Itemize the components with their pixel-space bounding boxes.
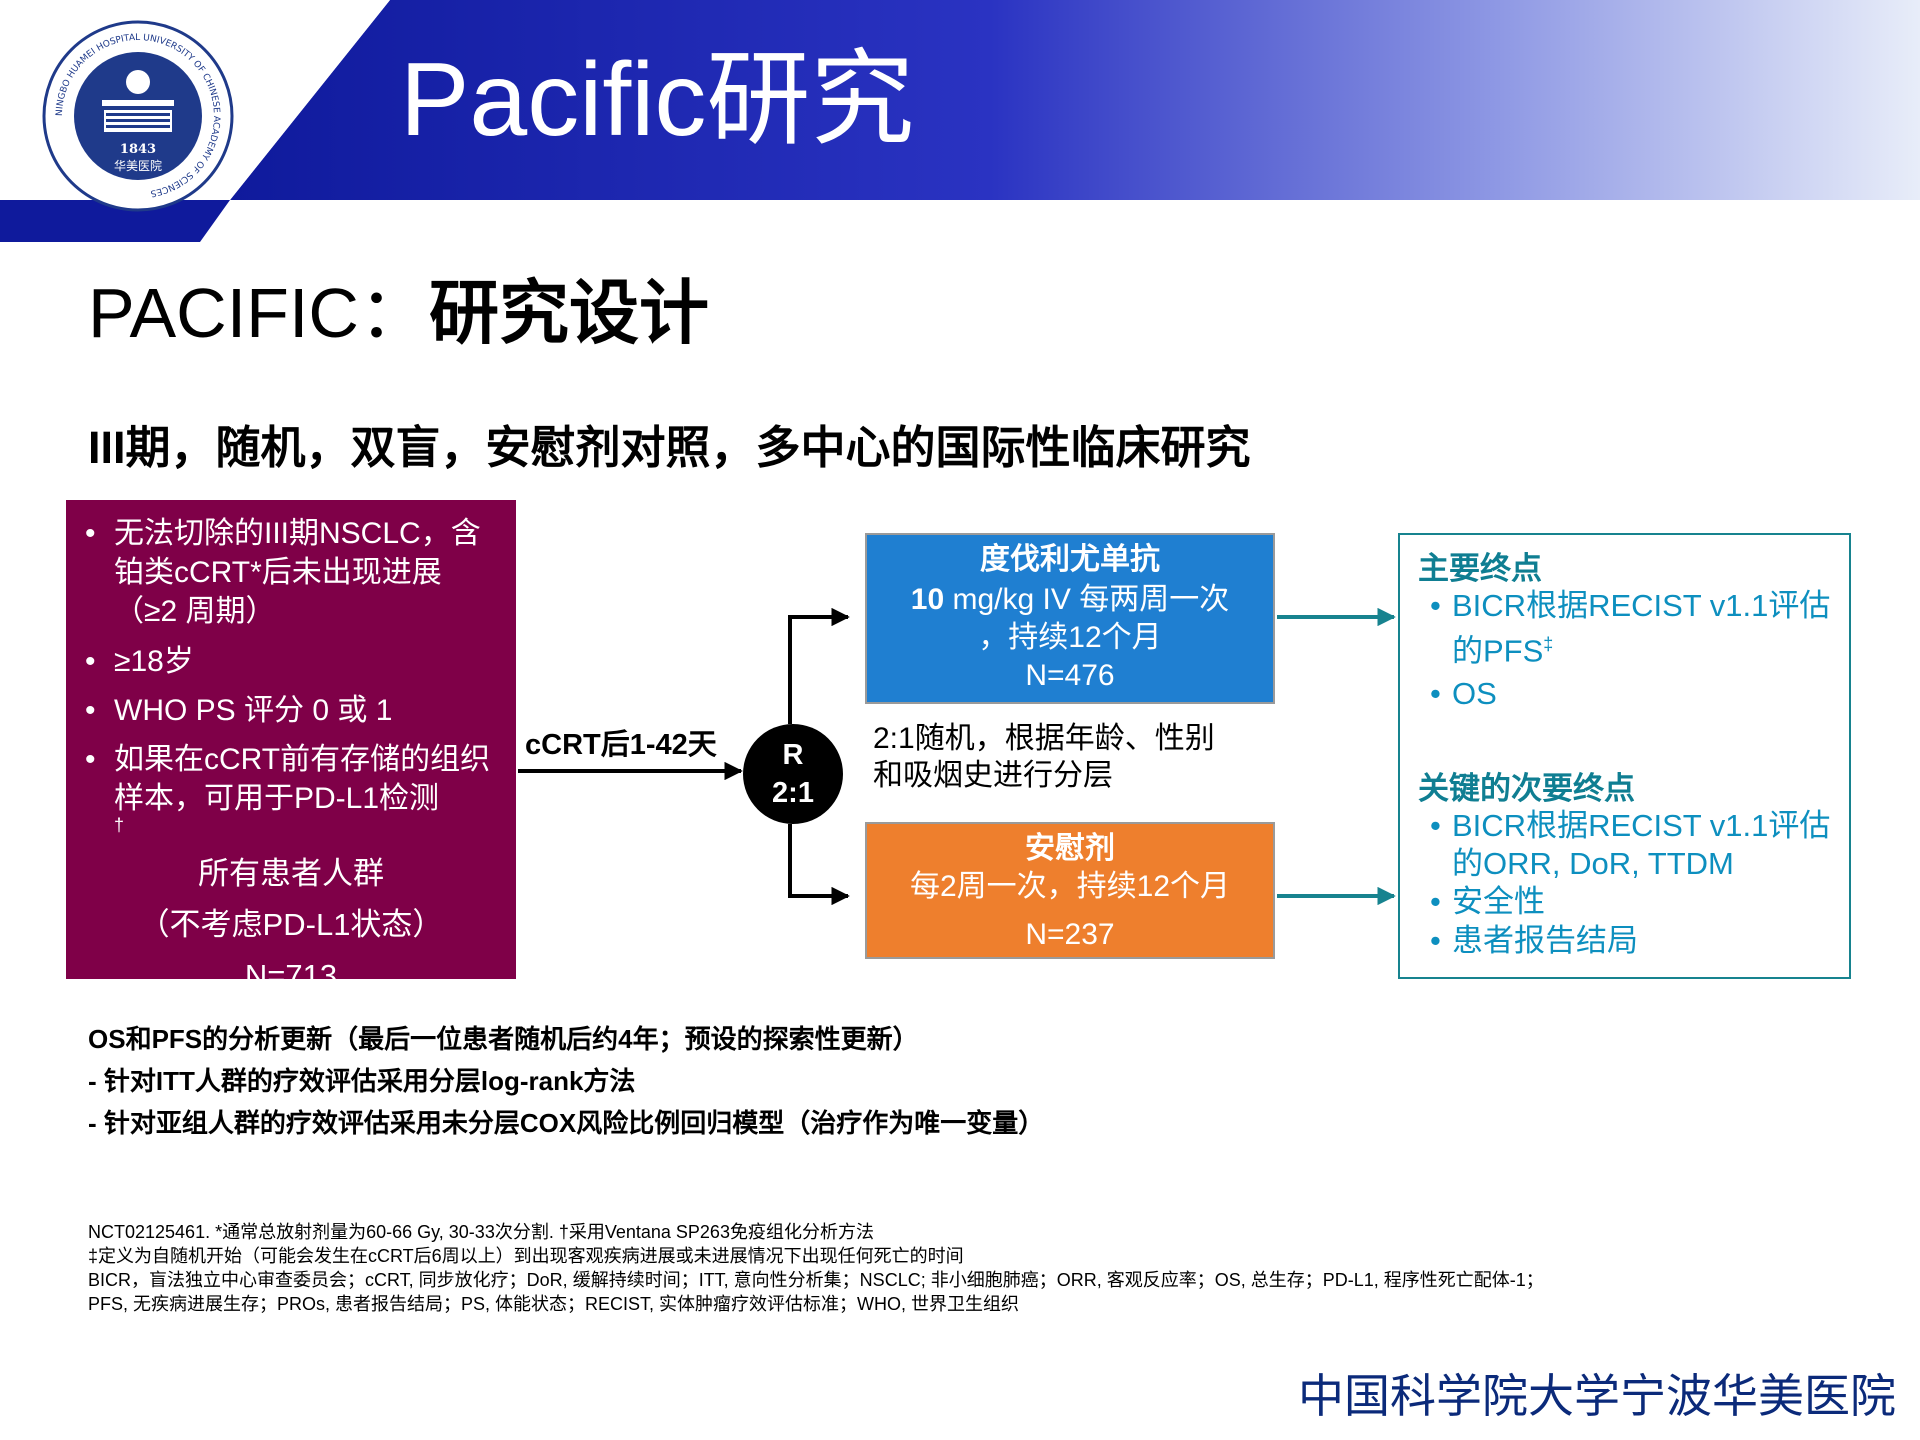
banner-title: Pacific研究: [400, 42, 915, 158]
arm-durvalumab-n: N=476: [1025, 659, 1115, 692]
arm-durvalumab-dose-number: 10: [910, 583, 945, 616]
arm-placebo-box: 安慰剂 每2周一次，持续12个月 N=237: [865, 822, 1275, 959]
randomization-circle: R 2:1: [743, 724, 843, 824]
svg-text:华美医院: 华美医院: [114, 159, 162, 173]
footnote-line: NCT02125461. *通常总放射剂量为60-66 Gy, 30-33次分割…: [88, 1222, 874, 1242]
secondary-endpoint-item: 患者报告结局: [1430, 922, 1832, 960]
analysis-section: OS和PFS的分析更新（最后一位患者随机后约4年；预设的探索性更新） - 针对I…: [88, 1018, 1044, 1144]
arm-placebo-schedule: 每2周一次，持续12个月: [909, 870, 1231, 903]
arm-arrow-durvalumab: [788, 607, 850, 724]
arm-placebo-name: 安慰剂: [1025, 832, 1115, 865]
population-dagger: †: [114, 815, 125, 835]
population-bullet: WHO PS 评分 0 或 1: [85, 691, 504, 730]
secondary-endpoint-item: 安全性: [1430, 883, 1832, 921]
arm-durvalumab-name: 度伐利尤单抗: [980, 543, 1160, 576]
hospital-name-signature: 中国科学院大学宁波华美医院: [1298, 1369, 1896, 1423]
arm-placebo-n: N=237: [1025, 918, 1115, 951]
arm-durvalumab-box: 度伐利尤单抗 10 mg/kg IV 每两周一次 ，持续12个月 N=476: [865, 533, 1275, 704]
primary-endpoint-mark: ‡: [1543, 634, 1554, 654]
header-banner: [0, 0, 1920, 242]
footnote-line: ‡定义为自随机开始（可能会发生在cCRT后6周以上）到出现客观疾病进展或未进展情…: [88, 1246, 964, 1266]
ccrt-timing-label: cCRT后1-42天: [525, 729, 717, 761]
secondary-endpoints-title: 关键的次要终点: [1418, 771, 1635, 806]
arm-arrow-placebo: [788, 824, 850, 906]
footnotes: NCT02125461. *通常总放射剂量为60-66 Gy, 30-33次分割…: [88, 1220, 1544, 1316]
slide-title-prefix: PACIFIC：: [88, 274, 429, 352]
slide-title: PACIFIC：研究设计: [88, 270, 709, 356]
analysis-line: - 针对ITT人群的疗效评估采用分层log-rank方法: [88, 1066, 636, 1096]
primary-endpoint-item: BICR根据RECIST v1.1评估的PFS‡: [1430, 587, 1832, 670]
primary-endpoints-title: 主要终点: [1418, 551, 1542, 586]
endpoints-box: 主要终点 BICR根据RECIST v1.1评估的PFS‡ OS 关键的次要终点…: [1398, 533, 1851, 979]
svg-text:1843: 1843: [120, 142, 156, 157]
hospital-logo: NINGBO HUAMEI HOSPITAL UNIVERSITY OF CHI…: [42, 20, 234, 212]
population-box: 无法切除的III期NSCLC，含铂类cCRT*后未出现进展 （≥2 周期） ≥1…: [66, 500, 516, 979]
randomization-r: R: [782, 739, 804, 771]
population-bullet: ≥18岁: [85, 642, 504, 681]
arm-durvalumab-duration: ，持续12个月: [978, 621, 1162, 654]
population-pdl1-note: （不考虑PD-L1状态）: [138, 907, 444, 942]
footnote-line: PFS, 无疾病进展生存；PROs, 患者报告结局；PS, 体能状态；RECIS…: [88, 1294, 1020, 1314]
population-n: N=713: [244, 958, 338, 979]
analysis-line: - 针对亚组人群的疗效评估采用未分层COX风险比例回归模型（治疗作为唯一变量）: [88, 1108, 1045, 1138]
population-all-patients: 所有患者人群: [198, 856, 384, 891]
slide-title-cn: 研究设计: [428, 274, 709, 352]
study-subtitle: III期，随机，双盲，安慰剂对照，多中心的国际性临床研究: [88, 422, 1251, 473]
arm-durvalumab-dose-text: mg/kg IV 每两周一次: [944, 583, 1230, 616]
footnote-line: BICR，盲法独立中心审查委员会；cCRT, 同步放化疗；DoR, 缓解持续时间…: [88, 1270, 1544, 1290]
randomization-ratio: 2:1: [772, 777, 814, 809]
population-bullet: 无法切除的III期NSCLC，含铂类cCRT*后未出现进展 （≥2 周期）: [85, 514, 504, 631]
analysis-line: OS和PFS的分析更新（最后一位患者随机后约4年；预设的探索性更新）: [88, 1024, 919, 1054]
secondary-endpoint-item: BICR根据RECIST v1.1评估的ORR, DoR, TTDM: [1430, 807, 1832, 883]
primary-endpoint-item: OS: [1430, 675, 1832, 713]
stratification-note: 2:1随机，根据年龄、性别和吸烟史进行分层: [873, 722, 1215, 792]
arm-durvalumab-dose: 10 mg/kg IV 每两周一次: [867, 581, 1273, 619]
population-bullet: 如果在cCRT前有存储的组织样本，可用于PD-L1检测: [85, 740, 504, 818]
